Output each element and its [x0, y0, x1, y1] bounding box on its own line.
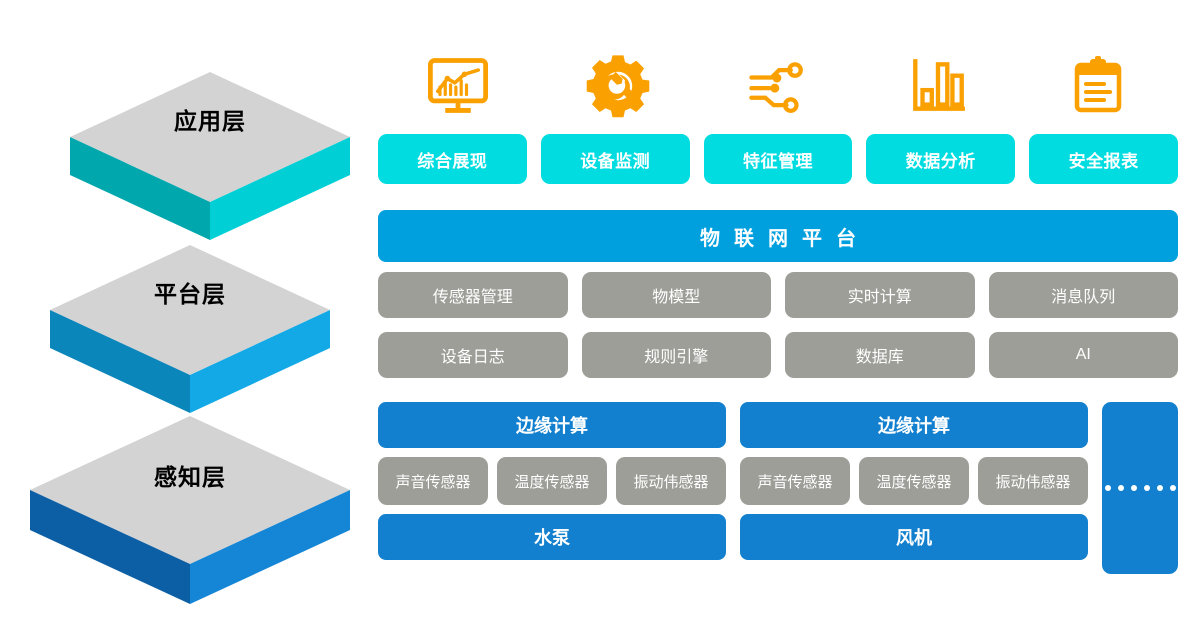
edge-group-pump: 边缘计算 声音传感器 温度传感器 振动伟感器 水泵 — [378, 402, 726, 574]
platform-module-sensor-management[interactable]: 传感器管理 — [378, 272, 568, 318]
perception-edge-area: 边缘计算 声音传感器 温度传感器 振动伟感器 水泵 边缘计算 声音传感器 温度传… — [378, 402, 1178, 574]
ellipsis-dot — [1117, 485, 1124, 491]
application-icon-row — [378, 48, 1178, 124]
edge-computing-header[interactable]: 边缘计算 — [378, 402, 726, 448]
platform-module-database[interactable]: 数据库 — [785, 332, 975, 378]
platform-module-device-log[interactable]: 设备日志 — [378, 332, 568, 378]
monitor-chart-icon — [378, 48, 538, 124]
more-equipment-ellipsis[interactable] — [1102, 402, 1178, 574]
sensor-temperature[interactable]: 温度传感器 — [497, 457, 607, 505]
platform-module-message-queue[interactable]: 消息队列 — [988, 272, 1178, 318]
app-button-safety-report[interactable]: 安全报表 — [1029, 134, 1178, 184]
app-button-device-monitoring[interactable]: 设备监测 — [540, 134, 690, 184]
platform-module-ai[interactable]: AI — [988, 332, 1178, 378]
app-button-comprehensive-display[interactable]: 综合展现 — [378, 134, 527, 184]
sensor-sound[interactable]: 声音传感器 — [378, 457, 488, 505]
platform-module-thing-model[interactable]: 物模型 — [581, 272, 771, 318]
platform-module-rule-engine[interactable]: 规则引擎 — [581, 332, 771, 378]
sensor-vibration[interactable]: 振动伟感器 — [616, 457, 726, 505]
equipment-fan[interactable]: 风机 — [740, 514, 1088, 560]
edge-group-fan: 边缘计算 声音传感器 温度传感器 振动伟感器 风机 — [740, 402, 1088, 574]
bar-chart-icon — [858, 48, 1018, 124]
platform-module-row: 传感器管理 物模型 实时计算 消息队列 — [378, 272, 1178, 318]
sensor-temperature[interactable]: 温度传感器 — [859, 457, 969, 505]
app-button-feature-management[interactable]: 特征管理 — [703, 134, 853, 184]
ellipsis-dot — [1143, 485, 1150, 491]
layer-stack: 应用层 平台层 感知层 — [0, 0, 380, 628]
sensor-row: 声音传感器 温度传感器 振动伟感器 — [740, 457, 1088, 505]
layer-slab-perception[interactable]: 感知层 — [20, 408, 350, 604]
ellipsis-dot — [1104, 485, 1111, 491]
ellipsis-dot — [1169, 485, 1176, 491]
platform-module-grid: 传感器管理 物模型 实时计算 消息队列 设备日志 规则引擎 数据库 AI — [378, 272, 1178, 378]
platform-module-row: 设备日志 规则引擎 数据库 AI — [378, 332, 1178, 378]
ellipsis-dot — [1156, 485, 1163, 491]
iot-platform-bar[interactable]: 物联网平台 — [378, 210, 1178, 262]
sensor-row: 声音传感器 温度传感器 振动伟感器 — [378, 457, 726, 505]
edge-computing-header[interactable]: 边缘计算 — [740, 402, 1088, 448]
equipment-water-pump[interactable]: 水泵 — [378, 514, 726, 560]
gear-wrench-icon — [538, 48, 698, 124]
sensor-sound[interactable]: 声音传感器 — [740, 457, 850, 505]
layer-slab-platform[interactable]: 平台层 — [40, 235, 340, 425]
platform-module-realtime-computing[interactable]: 实时计算 — [785, 272, 975, 318]
ellipsis-dot — [1130, 485, 1137, 491]
clipboard-report-icon — [1018, 48, 1178, 124]
sensor-vibration[interactable]: 振动伟感器 — [978, 457, 1088, 505]
circuit-nodes-icon — [698, 48, 858, 124]
application-button-row: 综合展现 设备监测 特征管理 数据分析 安全报表 — [378, 134, 1178, 184]
app-button-data-analysis[interactable]: 数据分析 — [866, 134, 1016, 184]
right-panel: 综合展现 设备监测 特征管理 数据分析 安全报表 物联网平台 传感器管理 物模型… — [378, 0, 1178, 628]
layer-slab-application[interactable]: 应用层 — [60, 62, 360, 252]
